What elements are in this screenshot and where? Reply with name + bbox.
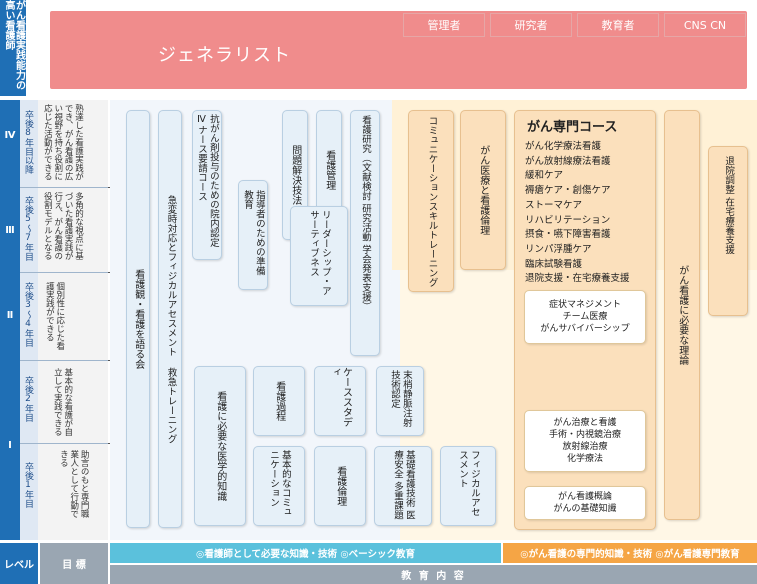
course-item-list: がん化学療法看護 がん放射線療法看護 緩和ケア 褥瘡ケア・創傷ケア ストーマケア… — [525, 140, 655, 287]
role-label: 管理者 — [427, 19, 461, 32]
role-label: 研究者 — [514, 19, 548, 32]
card-basic-communication: 基本的なコミュニケーション — [253, 446, 305, 526]
card-cancer-ethics: がん医療と看護倫理 — [460, 110, 506, 270]
basic-education-bar: ◎看護師として必要な知識・技術 ◎ベーシック教育 — [110, 543, 501, 563]
level-goal: 助言のもと専門職業人として行動できる — [58, 450, 90, 518]
level-year: 卒後5～7年目 — [23, 196, 33, 261]
role-box-researcher: 研究者 — [490, 13, 572, 37]
generalist-title: ジェネラリスト — [158, 45, 291, 66]
card-basic-technique: 基礎看護技術 医療安全 多重課題 — [374, 446, 432, 526]
arrow-up-icon — [435, 40, 453, 58]
role-box-admin: 管理者 — [403, 13, 485, 37]
specialty-education-bar: ◎がん看護の専門的知識・技術 ◎がん看護専門教育 — [503, 543, 757, 563]
top-left-label: がん看護実践能力の高い看護師 — [0, 0, 26, 96]
level-roman: Ⅰ — [8, 440, 12, 451]
card-cancer-treatment: がん治療と看護 手術・内視鏡治療 放射線治療 化学療法 — [524, 410, 646, 472]
card-physical-assessment: フィジカルアセスメント — [440, 446, 496, 526]
course-title: がん専門コース — [527, 120, 618, 135]
card-nursing-research: 看護研究（文献検討 研究活動 学会発表支援） — [350, 110, 380, 356]
role-box-educator: 教育者 — [577, 13, 659, 37]
arrow-up-icon — [522, 40, 540, 58]
level-roman-column — [0, 100, 20, 540]
card-nursing-theory: がん看護に必要な理論 — [664, 110, 700, 520]
level-separator-left — [20, 187, 108, 188]
header-divider — [26, 0, 28, 96]
card-leadership: リーダーシップ・アサーティブネス — [290, 206, 348, 306]
level-roman: Ⅱ — [6, 310, 14, 321]
course-item: 臨床試験看護 — [525, 258, 583, 270]
card-instructor-prep: 指導者のための準備教育 — [238, 180, 268, 290]
course-item: 褥瘡ケア・創傷ケア — [525, 185, 611, 197]
card-communication-skill: コミュニケーションスキルトレーニング — [408, 110, 454, 292]
card-nursing-process: 看護過程 — [253, 366, 305, 436]
card-symptom-management: 症状マネジメント チーム医療 がんサバイバーシップ — [524, 290, 646, 344]
level-goal: 基本的な看護が自立して実践できる — [52, 368, 73, 436]
arrow-up-icon — [609, 40, 627, 58]
card-medical-knowledge: 看護に必要な医学的知識 — [194, 366, 246, 526]
year-column-bg — [20, 100, 38, 540]
level-year: 卒後2年目 — [23, 376, 33, 422]
level-separator-left — [20, 443, 108, 444]
card-nursing-view: 看護観・看護を語る会 — [126, 110, 150, 528]
course-item: リンパ浮腫ケア — [525, 243, 592, 255]
course-item: 摂食・嚥下障害看護 — [525, 229, 611, 241]
goal-footer-label: 目 標 — [40, 543, 108, 584]
goal-column-bg — [38, 100, 108, 540]
level-goal: 個別性に応じた看護実践ができる — [44, 282, 65, 350]
course-item: ストーマケア — [525, 199, 583, 211]
level-separator-left — [20, 360, 108, 361]
level-year: 卒後1年目 — [23, 462, 33, 508]
course-item: がん放射線療法看護 — [525, 155, 611, 167]
course-item: 退院支援・在宅療養支援 — [525, 273, 630, 285]
card-cancer-drug-course: 抗がん剤投与のための院内認定Ⅳナース要請コース — [192, 110, 222, 260]
card-nursing-ethics: 看護倫理 — [314, 446, 366, 526]
card-physical-emergency: 急変時対応とフィジカルアセスメント 救急トレーニング — [158, 110, 182, 528]
level-year: 卒後8年目以降 — [23, 110, 33, 174]
top-left-label-text: がん看護実践能力の高い看護師 — [3, 0, 25, 90]
card-iv-certification: 末梢静脈注射技術認定 — [376, 366, 424, 436]
course-item: リハビリテーション — [525, 214, 611, 226]
level-roman: Ⅳ — [4, 130, 16, 141]
course-item: 緩和ケア — [525, 170, 564, 182]
role-box-cns: CNS CN — [664, 13, 746, 37]
card-case-study: ケーススタディ — [314, 366, 366, 436]
course-item: がん化学療法看護 — [525, 140, 602, 152]
level-year: 卒後3～4年目 — [23, 282, 33, 347]
role-label: 教育者 — [601, 19, 635, 32]
arrow-up-icon — [696, 40, 714, 58]
level-roman: Ⅲ — [5, 225, 15, 236]
card-cancer-basics: がん看護概論 がんの基礎知識 — [524, 486, 646, 520]
card-discharge-support: 退院調整 在宅療養支援 — [708, 146, 748, 316]
level-footer-label: レベル — [0, 543, 38, 584]
level-separator-left — [20, 272, 108, 273]
level-goal: 熟達した看護実践ができ、がん看護の広い視野を持ち役割に応じた活動ができる — [42, 104, 84, 181]
level-goal: 多角的な視点に基づいた看護実践が行え、がん看護の役割モデルとなる — [42, 192, 84, 260]
education-content-bar: 教 育 内 容 — [110, 565, 757, 584]
role-label: CNS CN — [683, 18, 727, 32]
